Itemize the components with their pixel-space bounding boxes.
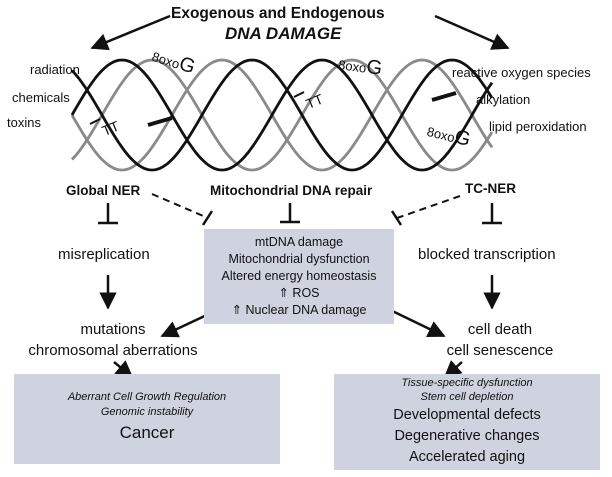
- repair-tc-ner: TC-NER: [465, 181, 516, 196]
- cell-death-label: cell death: [467, 321, 533, 338]
- center-line-3: Altered energy homeostasis: [221, 269, 377, 283]
- dna-double-helix: [70, 58, 494, 172]
- arrow-title-left: [90, 14, 171, 51]
- tt-tick-1: [89, 118, 101, 125]
- dashed-global-ner: [151, 193, 209, 219]
- center-line-5: ⇑ Nuclear DNA damage: [231, 303, 367, 317]
- title-line-2: DNA DAMAGE: [225, 24, 342, 43]
- dashed-tc-ner: [396, 195, 461, 219]
- right-box-developmental: Developmental defects: [393, 407, 541, 423]
- dashed-inhibition-bars: [201, 210, 403, 226]
- right-box-line-1: Tissue-specific dysfunction: [401, 377, 533, 389]
- center-line-4: ⇑ ROS: [278, 286, 320, 300]
- chromosomal-aberrations-label: chromosomal aberrations: [28, 342, 198, 359]
- thymine-dimer-ticks: [89, 91, 305, 125]
- oxo-base: G: [365, 55, 384, 80]
- right-box-degenerative: Degenerative changes: [394, 428, 540, 444]
- right-box-aging: Accelerated aging: [408, 449, 526, 465]
- repair-global-ner: Global NER: [66, 183, 141, 198]
- left-box-line-1: Aberrant Cell Growth Regulation: [67, 391, 227, 403]
- source-alkylation: alkylation: [476, 92, 531, 107]
- mito-consequences-box: mtDNA damage Mitochondrial dysfunction A…: [204, 229, 394, 324]
- aging-outcome-box: Tissue-specific dysfunction Stem cell de…: [334, 374, 600, 470]
- blocked-transcription-label: blocked transcription: [418, 246, 556, 263]
- lesion-bar-1: [147, 116, 173, 127]
- cancer-outcome-box: Aberrant Cell Growth Regulation Genomic …: [14, 374, 280, 464]
- source-lipid-peroxidation: lipid peroxidation: [489, 119, 587, 134]
- cell-senescence-label: cell senescence: [446, 342, 554, 359]
- oxo-prefix: 8oxo: [337, 56, 368, 76]
- lesion-marks: [147, 91, 457, 127]
- helix-strand-3: [70, 58, 494, 172]
- source-chemicals: chemicals: [12, 90, 70, 105]
- dashed-inhibitions: [151, 193, 461, 219]
- source-radiation: radiation: [30, 62, 80, 77]
- mutations-label: mutations: [80, 321, 146, 338]
- helix-strand-1: [70, 58, 494, 172]
- helix-strand-4: [70, 58, 494, 172]
- right-box-line-2: Stem cell depletion: [420, 391, 514, 403]
- left-box-line-2: Genomic instability: [100, 406, 194, 418]
- arrow-title-right: [434, 14, 510, 50]
- repair-mito-dna: Mitochondrial DNA repair: [210, 183, 373, 198]
- left-box-cancer: Cancer: [119, 423, 175, 442]
- center-line-1: mtDNA damage: [254, 235, 344, 249]
- source-toxins: toxins: [7, 115, 41, 130]
- title-line-1: Exogenous and Endogenous: [171, 5, 385, 22]
- dashed-bar-right: [390, 210, 403, 226]
- dashed-bar-left: [201, 210, 214, 226]
- misreplication-label: misreplication: [58, 246, 150, 263]
- inhibition-lines: [98, 203, 502, 225]
- source-ros: reactive oxygen species: [452, 65, 591, 80]
- helix-strand-2: [70, 58, 494, 172]
- lesion-bar-2: [431, 91, 457, 102]
- tt-tick-2: [293, 91, 305, 98]
- center-line-2: Mitochondrial dysfunction: [228, 252, 370, 266]
